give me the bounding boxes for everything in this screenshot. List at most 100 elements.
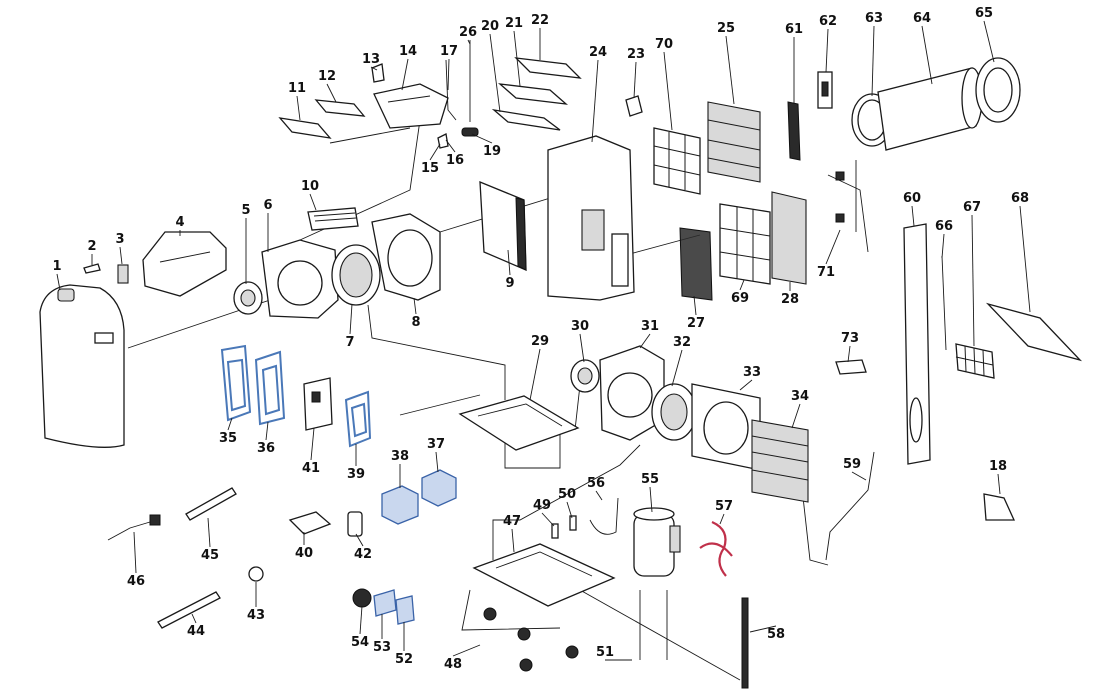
part-label-71: 71 <box>817 265 835 280</box>
part-label-65: 65 <box>975 6 993 21</box>
leader-line-44 <box>191 613 197 624</box>
part-12-strip <box>314 99 366 117</box>
leader-line-14 <box>401 58 409 91</box>
part-label-33: 33 <box>743 365 761 380</box>
leader-line-15 <box>429 143 441 161</box>
part-44-drain-rod <box>157 591 221 629</box>
leader-line-47 <box>511 528 515 553</box>
leader-line-57 <box>719 513 725 525</box>
part-62-switch <box>817 71 833 109</box>
part-label-61: 61 <box>785 22 803 37</box>
part-label-62: 62 <box>819 14 837 29</box>
leader-line-8 <box>413 297 417 315</box>
part-label-37: 37 <box>427 437 445 452</box>
part-label-42: 42 <box>354 547 372 562</box>
part-label-1: 1 <box>52 259 61 274</box>
leader-line-12 <box>326 83 337 103</box>
part-label-51: 51 <box>596 645 614 660</box>
part-label-50: 50 <box>558 487 576 502</box>
part-label-64: 64 <box>913 11 931 26</box>
part-46-power-cord <box>107 514 161 541</box>
part-label-38: 38 <box>391 449 409 464</box>
part-label-7: 7 <box>345 335 354 350</box>
part-32-fan <box>651 383 697 441</box>
leader-line-62 <box>825 28 829 73</box>
part-label-30: 30 <box>571 319 589 334</box>
leader-line-66 <box>941 233 945 259</box>
part-label-47: 47 <box>503 514 521 529</box>
part-14-control-panel <box>373 83 449 129</box>
part-22-panel <box>514 57 582 79</box>
leader-line-59 <box>851 471 867 481</box>
leader-line-48 <box>452 644 481 657</box>
leader-line-29 <box>529 348 541 401</box>
leader-line-18 <box>997 473 1001 495</box>
leader-line-58 <box>749 625 777 633</box>
part-label-56: 56 <box>587 476 605 491</box>
part-label-40: 40 <box>295 546 313 561</box>
part-21-panel <box>497 83 569 105</box>
leader-line-9 <box>507 249 511 276</box>
part-39-gasket <box>344 390 372 448</box>
part-40-cover <box>288 511 332 535</box>
leader-line-21 <box>513 30 521 87</box>
part-5-fan-motor <box>233 281 263 315</box>
part-69-filter <box>719 203 771 285</box>
leader-line-10 <box>309 193 317 211</box>
leader-line-26 <box>467 39 471 45</box>
part-7-blower-wheel <box>331 244 381 306</box>
part-20-panel <box>491 108 561 131</box>
part-17-sensor <box>445 59 457 121</box>
part-64-exhaust-duct <box>877 67 983 151</box>
part-label-14: 14 <box>399 44 417 59</box>
leader-line-70 <box>663 51 673 131</box>
part-34-coil <box>751 419 809 503</box>
leader-line-46 <box>133 531 137 574</box>
part-label-6: 6 <box>263 198 272 213</box>
part-label-19: 19 <box>483 144 501 159</box>
leader-line-64 <box>921 25 933 85</box>
part-31-fan-housing <box>599 345 665 441</box>
part-label-66: 66 <box>935 219 953 234</box>
part-24-rear-panel <box>547 135 635 301</box>
part-label-69: 69 <box>731 291 749 306</box>
leader-line-49 <box>541 512 555 527</box>
part-label-45: 45 <box>201 548 219 563</box>
leader-line-34 <box>791 403 801 429</box>
part-label-17: 17 <box>440 44 458 59</box>
part-58-side-strip <box>741 597 749 689</box>
connector-lines <box>127 119 869 681</box>
part-49-valve <box>551 523 559 539</box>
leader-line-19 <box>471 133 493 144</box>
part-47-base-pan <box>472 543 616 607</box>
part-3-button <box>117 264 129 284</box>
part-label-68: 68 <box>1011 191 1029 206</box>
part-label-21: 21 <box>505 16 523 31</box>
part-label-70: 70 <box>655 37 673 52</box>
part-27-evaporator <box>679 227 713 301</box>
part-label-9: 9 <box>505 276 514 291</box>
part-label-29: 29 <box>531 334 549 349</box>
part-label-8: 8 <box>411 315 420 330</box>
part-11-strip <box>278 117 332 139</box>
leader-line-33 <box>739 379 753 391</box>
part-9-cover-plate <box>479 181 527 271</box>
leader-line-11 <box>296 95 301 121</box>
part-66-slider-extension <box>941 255 947 351</box>
part-label-48: 48 <box>444 657 462 672</box>
part-label-43: 43 <box>247 608 265 623</box>
part-38-terminal-box <box>381 485 419 525</box>
part-label-36: 36 <box>257 441 275 456</box>
part-29-water-tray <box>458 395 580 451</box>
leader-line-37 <box>435 451 439 473</box>
part-label-58: 58 <box>767 627 785 642</box>
part-8-blower-volute <box>371 213 441 301</box>
part-48-casters <box>483 607 579 672</box>
leader-line-36 <box>265 421 269 441</box>
part-label-39: 39 <box>347 467 365 482</box>
part-label-25: 25 <box>717 21 735 36</box>
part-2-label-plate <box>83 263 101 274</box>
part-label-31: 31 <box>641 319 659 334</box>
part-50-valve <box>569 515 577 531</box>
